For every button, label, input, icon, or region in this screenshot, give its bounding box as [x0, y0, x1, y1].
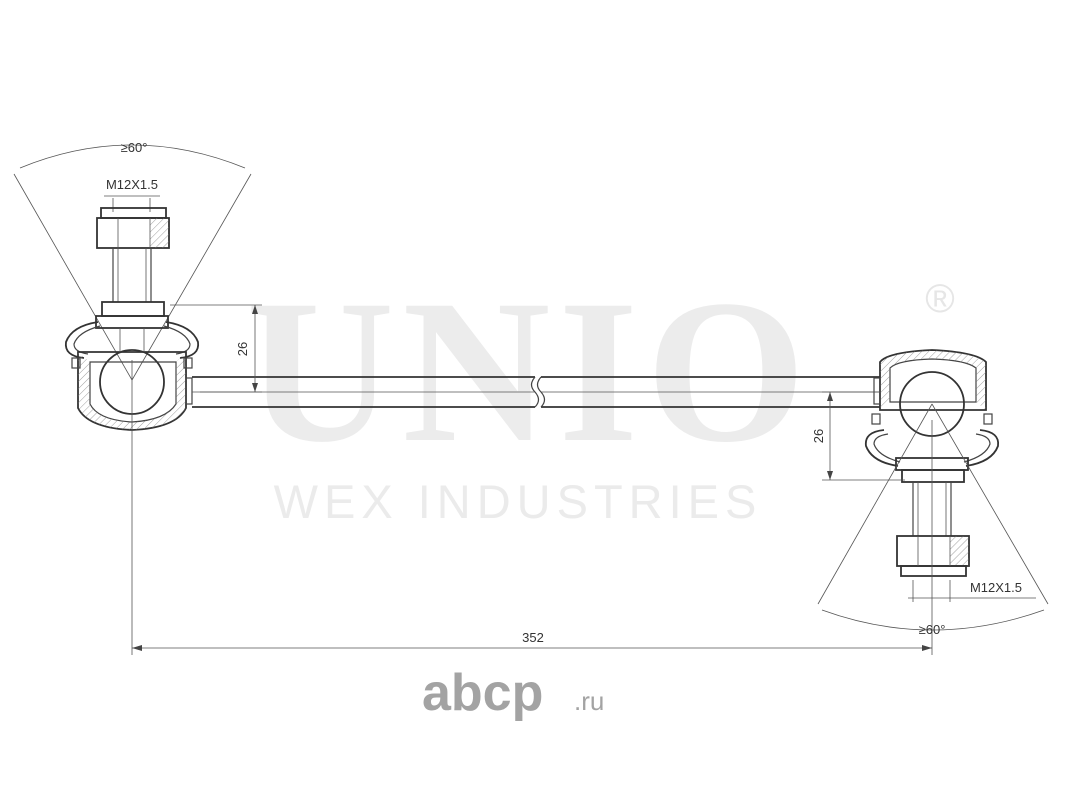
- left-offset-dimension: [170, 304, 262, 393]
- abcp-logo-tld: .ru: [574, 686, 604, 716]
- right-offset-dimension: [822, 391, 905, 481]
- watermark-registered: ®: [925, 277, 954, 321]
- offset-right-label: 26: [811, 429, 826, 443]
- left-ball-joint: [13, 144, 252, 655]
- watermark-subtitle: WEX INDUSTRIES: [274, 475, 763, 528]
- length-dimension: [132, 645, 932, 651]
- angle-right-label: ≥60°: [919, 622, 946, 637]
- angle-left-label: ≥60°: [121, 140, 148, 155]
- offset-left-label: 26: [235, 342, 250, 356]
- abcp-logo: abcp .ru: [422, 664, 604, 722]
- length-label: 352: [522, 630, 544, 645]
- thread-left-label: M12X1.5: [106, 177, 158, 192]
- right-ball-joint: [817, 349, 1049, 655]
- abcp-logo-name: abcp: [422, 664, 543, 722]
- watermark: UNIO ® WEX INDUSTRIES: [246, 258, 954, 528]
- watermark-brand: UNIO: [246, 258, 813, 485]
- thread-right-label: M12X1.5: [970, 580, 1022, 595]
